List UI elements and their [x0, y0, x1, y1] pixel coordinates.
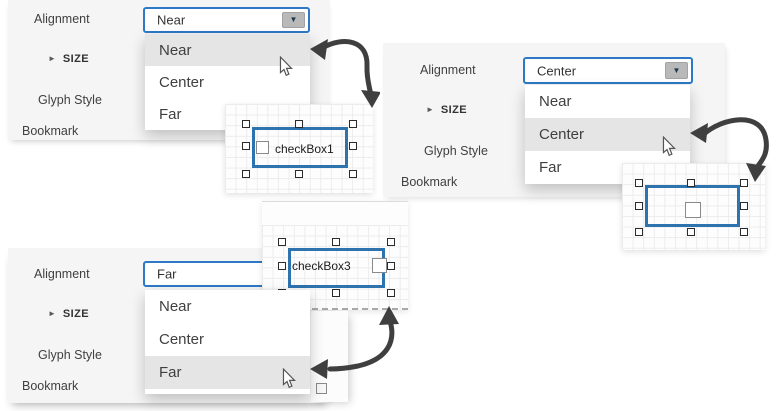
design-surface-center[interactable]: [622, 163, 765, 250]
selection-handle[interactable]: [278, 238, 286, 246]
dropdown-arrow-icon: ▼: [672, 65, 681, 75]
dropdown-item-near[interactable]: Near: [539, 93, 572, 110]
checkbox-glyph[interactable]: [685, 202, 701, 218]
selection-handle[interactable]: [635, 228, 643, 236]
selection-handle[interactable]: [349, 142, 357, 150]
selection-handle[interactable]: [387, 262, 395, 270]
selection-handle[interactable]: [295, 170, 303, 178]
selection-handle[interactable]: [740, 179, 748, 187]
selection-handle[interactable]: [687, 179, 695, 187]
glyph-style-label: Glyph Style: [38, 93, 102, 107]
selection-handle[interactable]: [332, 289, 340, 297]
alignment-label: Alignment: [34, 12, 90, 26]
control-label: checkBox1: [275, 142, 334, 156]
selection-handle[interactable]: [387, 289, 395, 297]
expander-icon: ►: [426, 105, 434, 114]
alignment-label: Alignment: [420, 63, 476, 77]
size-section-header[interactable]: ► SIZE: [48, 308, 89, 320]
bookmark-label: Bookmark: [22, 124, 79, 138]
selection-handle[interactable]: [295, 120, 303, 128]
alignment-dropdown-list: Near Center Far: [145, 290, 310, 394]
selection-handle[interactable]: [635, 202, 643, 210]
expander-icon: ►: [48, 309, 56, 318]
alignment-combobox-near[interactable]: Near ▼: [143, 7, 310, 33]
size-label: SIZE: [62, 53, 89, 65]
size-section-header[interactable]: ► SIZE: [426, 104, 467, 116]
selection-handle[interactable]: [740, 228, 748, 236]
dropdown-item-center[interactable]: Center: [525, 118, 690, 151]
selection-handle[interactable]: [242, 142, 250, 150]
selection-handle[interactable]: [687, 228, 695, 236]
mouse-cursor-icon: [662, 136, 676, 157]
selection-handle[interactable]: [349, 120, 357, 128]
combobox-value: Near: [157, 12, 186, 28]
dropdown-item-far[interactable]: Far: [145, 356, 310, 389]
size-section-header[interactable]: ► SIZE: [48, 53, 89, 65]
selection-handle[interactable]: [242, 120, 250, 128]
expander-icon: ►: [48, 54, 56, 63]
surface-canvas-fragment: [311, 311, 348, 402]
checkbox-glyph[interactable]: [316, 383, 327, 394]
glyph-style-label: Glyph Style: [38, 348, 102, 362]
combobox-value: Center: [537, 63, 577, 78]
checkbox-glyph[interactable]: [372, 258, 387, 273]
selection-handle[interactable]: [332, 238, 340, 246]
dropdown-item-far[interactable]: Far: [539, 159, 562, 176]
combobox-value: Far: [157, 266, 177, 282]
dropdown-item-near[interactable]: Near: [159, 298, 192, 315]
size-label: SIZE: [62, 308, 89, 320]
selection-handle[interactable]: [387, 238, 395, 246]
mouse-cursor-icon: [282, 368, 296, 389]
size-label: SIZE: [440, 104, 467, 116]
dropdown-item-far[interactable]: Far: [159, 105, 182, 123]
design-surface-near[interactable]: checkBox1: [225, 104, 373, 193]
combobox-dropdown-button[interactable]: ▼: [665, 62, 688, 79]
selection-handle[interactable]: [635, 179, 643, 187]
glyph-style-label: Glyph Style: [424, 144, 488, 158]
combobox-dropdown-button[interactable]: ▼: [282, 12, 305, 28]
curved-arrow-far: [310, 306, 399, 379]
dropdown-item-center[interactable]: Center: [159, 331, 205, 348]
checkbox-glyph[interactable]: [256, 141, 269, 154]
bookmark-label: Bookmark: [401, 175, 458, 189]
selection-handle[interactable]: [740, 202, 748, 210]
selected-control-checkbox1[interactable]: [252, 127, 348, 168]
selection-handle[interactable]: [349, 170, 357, 178]
curved-arrow-near: [310, 39, 380, 108]
dropdown-item-center[interactable]: Center: [159, 73, 205, 91]
curved-arrow-center: [690, 117, 769, 182]
mouse-cursor-icon: [279, 56, 293, 77]
bookmark-label: Bookmark: [22, 379, 79, 393]
selection-handle[interactable]: [278, 262, 286, 270]
dropdown-arrow-icon: ▼: [289, 15, 298, 24]
alignment-dropdown-list: Near Center Far: [525, 85, 690, 184]
alignment-label: Alignment: [34, 267, 90, 281]
control-label: checkBox3: [292, 259, 351, 273]
selection-handle[interactable]: [242, 170, 250, 178]
alignment-combobox-center[interactable]: Center ▼: [523, 57, 693, 84]
